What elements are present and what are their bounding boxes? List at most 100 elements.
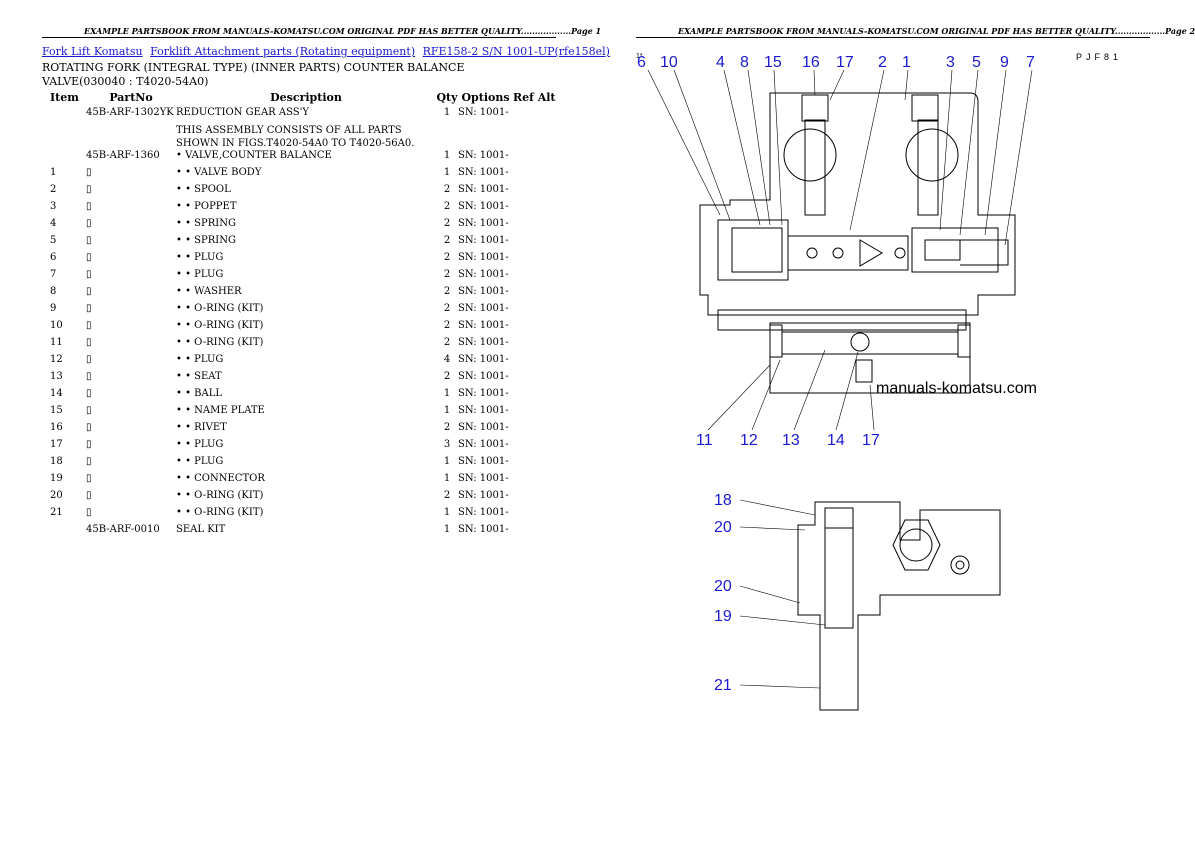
- callout-label: 9: [1000, 54, 1009, 71]
- description-cell: • • WASHER: [176, 286, 242, 297]
- ref-alt-cell: [513, 320, 556, 337]
- options-cell: SN: 1001-: [458, 371, 509, 382]
- options-cell: SN: 1001-: [458, 320, 509, 331]
- options-cell: SN: 1001-: [458, 524, 509, 535]
- partno-cell: ▯: [86, 269, 92, 280]
- ref-alt-cell: [513, 354, 556, 371]
- description-cell: • • PLUG: [176, 354, 224, 365]
- ref-alt-cell: [513, 422, 556, 439]
- item-cell: 15: [50, 405, 63, 416]
- options-cell: SN: 1001-: [458, 218, 509, 229]
- breadcrumb-link-attachment[interactable]: Forklift Attachment parts (Rotating equi…: [150, 45, 416, 58]
- callout-label: 13: [782, 432, 800, 449]
- partno-cell: ▯: [86, 456, 92, 467]
- partno-cell: ▯: [86, 473, 92, 484]
- breadcrumb-link-model[interactable]: RFE158-2 S/N 1001-UP(rfe158el): [422, 45, 610, 58]
- ref-alt-cell: [513, 303, 556, 320]
- callout-label: 2: [878, 54, 887, 71]
- callout-label: 6: [637, 54, 646, 71]
- partno-cell: ▯: [86, 371, 92, 382]
- options-cell: SN: 1001-: [458, 252, 509, 263]
- options-cell: SN: 1001-: [458, 201, 509, 212]
- parts-table: Item PartNo Description Qty Options Ref …: [42, 91, 556, 541]
- item-cell: 8: [50, 286, 57, 297]
- qty-cell: 1: [443, 524, 451, 535]
- description-cell: • • POPPET: [176, 201, 237, 212]
- qty-cell: 1: [443, 456, 451, 467]
- top-plug-left: [801, 94, 829, 122]
- diagram-code: PJF81: [1076, 52, 1122, 62]
- ref-alt-cell: [513, 405, 556, 422]
- description-cell: • • NAME PLATE: [176, 405, 265, 416]
- partno-cell: ▯: [86, 422, 92, 433]
- qty-cell: 4: [443, 354, 451, 365]
- ref-alt-cell: [513, 371, 556, 388]
- description-cell: • • O-RING (KIT): [176, 507, 264, 518]
- watermark: manuals-komatsu.com: [876, 380, 1037, 397]
- qty-cell: 2: [443, 235, 451, 246]
- partno-cell: ▯: [86, 490, 92, 501]
- item-cell: 16: [50, 422, 63, 433]
- qty-cell: 2: [443, 286, 451, 297]
- description-cell: • • O-RING (KIT): [176, 337, 264, 348]
- description-cell: • • SPOOL: [176, 184, 231, 195]
- partno-cell: ▯: [86, 354, 92, 365]
- qty-cell: 2: [443, 490, 451, 501]
- page1-header: EXAMPLE PARTSBOOK FROM MANUALS-KOMATSU.C…: [84, 26, 602, 36]
- options-cell: SN: 1001-: [458, 167, 509, 178]
- partno-cell: ▯: [86, 184, 92, 195]
- options-cell: SN: 1001-: [458, 490, 509, 501]
- partno-cell: ▯: [86, 405, 92, 416]
- partno-cell: 45B-ARF-1360: [86, 150, 160, 161]
- item-cell: 13: [50, 371, 63, 382]
- table-row: THIS ASSEMBLY CONSISTS OF ALL PARTS SHOW…: [42, 124, 556, 150]
- ref-alt-cell: [513, 218, 556, 235]
- ref-alt-cell: [513, 269, 556, 286]
- ref-alt-cell: [513, 107, 556, 124]
- description-cell: THIS ASSEMBLY CONSISTS OF ALL PARTS SHOW…: [176, 124, 436, 150]
- item-cell: 4: [50, 218, 57, 229]
- assembly-note: THIS ASSEMBLY CONSISTS OF ALL PARTS SHOW…: [176, 125, 415, 149]
- column-header-description: Description: [270, 91, 342, 104]
- ref-alt-cell: [513, 150, 556, 167]
- table-row: 16 ▯ • • RIVET 2 SN: 1001-: [42, 422, 556, 439]
- options-cell: SN: 1001-: [458, 354, 509, 365]
- description-cell: • • RIVET: [176, 422, 227, 433]
- partno-cell: ▯: [86, 507, 92, 518]
- partno-cell: ▯: [86, 218, 92, 229]
- description-cell: • • CONNECTOR: [176, 473, 265, 484]
- breadcrumb-link-forklift[interactable]: Fork Lift Komatsu: [42, 45, 143, 58]
- item-cell: 3: [50, 201, 57, 212]
- partno-cell: ▯: [86, 201, 92, 212]
- ref-alt-cell: [513, 524, 556, 541]
- item-cell: 2: [50, 184, 57, 195]
- options-cell: SN: 1001-: [458, 456, 509, 467]
- item-cell: [42, 524, 86, 541]
- callout-label: 5: [972, 54, 981, 71]
- callout-label: 18: [714, 492, 732, 509]
- callout-label: 15: [764, 54, 782, 71]
- options-cell: SN: 1001-: [458, 422, 509, 433]
- ref-alt-cell: [513, 473, 556, 490]
- callout-label: 8: [740, 54, 749, 71]
- options-cell: SN: 1001-: [458, 337, 509, 348]
- description-cell: • • SPRING: [176, 235, 236, 246]
- options-cell: SN: 1001-: [458, 184, 509, 195]
- partno-cell: ▯: [86, 303, 92, 314]
- description-cell: • • SEAT: [176, 371, 222, 382]
- qty-cell: 1: [443, 167, 451, 178]
- qty-cell: 2: [443, 422, 451, 433]
- callout-label: 14: [827, 432, 845, 449]
- callout-label: 17: [836, 54, 854, 71]
- options-cell: SN: 1001-: [458, 150, 509, 161]
- item-cell: 7: [50, 269, 57, 280]
- partno-cell: [86, 124, 176, 150]
